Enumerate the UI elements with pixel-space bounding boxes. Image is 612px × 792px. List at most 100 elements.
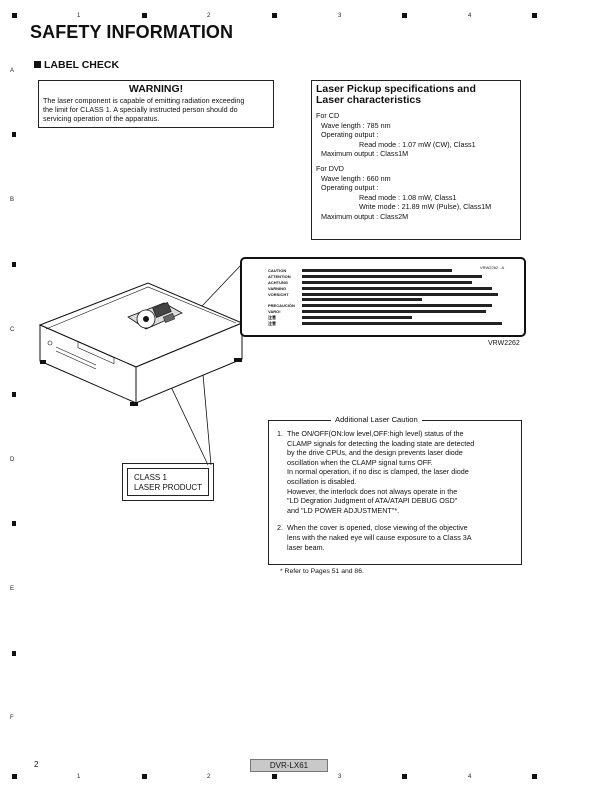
label-plate-row: ACHTUNG bbox=[268, 280, 288, 285]
pickup-block bbox=[152, 301, 172, 319]
front-display bbox=[77, 341, 115, 365]
caution-line: When the cover is opened, close viewing … bbox=[287, 523, 468, 533]
ruler-number: 1 bbox=[77, 774, 81, 780]
caution-line: lens with the naked eye will cause expos… bbox=[287, 532, 472, 542]
label-plate-text-bar bbox=[302, 304, 492, 307]
spec-title: Laser Pickup specifications and Laser ch… bbox=[316, 84, 516, 106]
leader-line bbox=[201, 362, 212, 466]
ruler-letter: A bbox=[10, 68, 15, 74]
label-plate-row: ATTENTION bbox=[268, 274, 291, 279]
spec-title-line: Laser characteristics bbox=[316, 94, 422, 106]
class1-line: CLASS 1 bbox=[134, 473, 167, 482]
dvd-wavelength: Wave length : 660 nm bbox=[321, 173, 391, 183]
page-number: 2 bbox=[34, 760, 39, 769]
section-heading: LABEL CHECK bbox=[34, 59, 119, 71]
ruler-number: 3 bbox=[338, 774, 342, 780]
ruler-letter: F bbox=[10, 715, 14, 721]
cd-wavelength: Wave length : 785 nm bbox=[321, 120, 391, 130]
device-foot bbox=[40, 360, 46, 364]
dvd-operating-output: Operating output : bbox=[321, 183, 379, 193]
registration-mark bbox=[532, 13, 537, 18]
label-plate-text-bar bbox=[302, 322, 502, 325]
label-plate-row: CAUTION bbox=[268, 268, 287, 273]
label-plate-text-bar bbox=[302, 281, 472, 284]
label-plate-text-bar bbox=[302, 275, 482, 278]
label-plate-text-bar bbox=[302, 310, 486, 313]
footnote: * Refer to Pages 51 and 86. bbox=[280, 568, 364, 575]
label-plate-row: VARO! bbox=[268, 309, 281, 314]
cd-max-output: Maximum output : Class1M bbox=[321, 149, 409, 159]
label-plate-row: PRECAUCIÓN bbox=[268, 303, 295, 308]
page-title: SAFETY INFORMATION bbox=[30, 22, 234, 42]
bullet-square-icon bbox=[34, 61, 41, 68]
caution-item-1: 1. The ON/OFF(ON:low level,OFF:high level… bbox=[277, 429, 513, 515]
model-name: DVR-LX61 bbox=[250, 759, 328, 772]
registration-mark bbox=[402, 13, 407, 18]
cd-heading: For CD bbox=[316, 111, 340, 120]
front-button bbox=[47, 340, 53, 346]
caution-line: "LD Degration Judgment of ATA/ATAPI DEBU… bbox=[287, 496, 458, 506]
label-plate-row: 注意 bbox=[268, 321, 276, 326]
ruler-letter: D bbox=[10, 457, 15, 463]
class1-laser-label: CLASS 1 LASER PRODUCT bbox=[122, 463, 214, 501]
dvd-heading: For DVD bbox=[316, 163, 344, 173]
caution-line: In normal operation, if no disc is clamp… bbox=[287, 467, 469, 477]
registration-mark bbox=[12, 262, 16, 267]
spec-title-line: Laser Pickup specifications and bbox=[316, 83, 476, 95]
dvd-max-output: Maximum output : Class2M bbox=[321, 211, 409, 221]
cd-read-mode: Read mode : 1.07 mW (CW), Class1 bbox=[359, 139, 476, 149]
dvd-read-mode: Read mode : 1.08 mW, Class1 bbox=[359, 192, 457, 202]
registration-mark bbox=[402, 774, 407, 779]
label-plate-text-bar bbox=[302, 287, 492, 290]
ruler-number: 2 bbox=[207, 13, 211, 19]
label-plate-text-bar bbox=[302, 269, 452, 272]
device-illustration bbox=[38, 264, 244, 466]
caution-item-number: 2. bbox=[277, 523, 283, 533]
caution-line: However, the interlock does not always o… bbox=[287, 486, 458, 496]
registration-mark bbox=[12, 521, 16, 526]
registration-mark bbox=[142, 774, 147, 779]
label-plate-row: VARNING bbox=[268, 286, 287, 291]
label-plate-row: VORSICHT bbox=[268, 292, 289, 297]
device-foot bbox=[130, 402, 138, 406]
registration-mark bbox=[272, 13, 277, 18]
ruler-number: 4 bbox=[468, 774, 472, 780]
ruler-number: 4 bbox=[468, 13, 472, 19]
registration-mark bbox=[272, 774, 277, 779]
device-foot bbox=[234, 358, 242, 362]
registration-mark bbox=[12, 13, 17, 18]
registration-mark bbox=[12, 774, 17, 779]
ruler-letter: C bbox=[10, 327, 15, 333]
laser-warning-label-plate: VRW2262 - A CAUTION ATTENTION ACHTUNG VA… bbox=[240, 257, 526, 337]
additional-laser-caution-box: Additional Laser Caution 1. The ON/OFF(ON… bbox=[268, 415, 522, 565]
registration-mark bbox=[532, 774, 537, 779]
registration-mark bbox=[12, 132, 16, 137]
section-heading-text: LABEL CHECK bbox=[44, 59, 120, 71]
warning-box: WARNING! The laser component is capable … bbox=[38, 80, 274, 128]
ruler-letter: E bbox=[10, 586, 15, 592]
class1-label-inner: CLASS 1 LASER PRODUCT bbox=[127, 468, 209, 496]
label-plate-part-code: VRW2262 bbox=[488, 340, 520, 347]
warning-line: servicing operation of the apparatus. bbox=[43, 114, 160, 123]
label-plate-text-bar bbox=[302, 293, 498, 296]
warning-line: The laser component is capable of emitti… bbox=[43, 96, 245, 105]
registration-mark bbox=[142, 13, 147, 18]
label-plate-text-bar bbox=[302, 316, 412, 319]
ruler-number: 3 bbox=[338, 13, 342, 19]
cd-operating-output: Operating output : bbox=[321, 130, 379, 140]
ruler-letter: B bbox=[10, 197, 15, 203]
caution-line: by the drive CPUs, and the design preven… bbox=[287, 448, 463, 458]
caution-line: The ON/OFF(ON:low level,OFF:high level) … bbox=[287, 429, 464, 438]
dvd-write-mode: Write mode : 21.89 mW (Pulse), Class1M bbox=[359, 202, 492, 212]
ruler-number: 1 bbox=[77, 13, 81, 19]
caution-title: Additional Laser Caution bbox=[331, 415, 422, 424]
warning-title: WARNING! bbox=[128, 83, 184, 95]
caution-item-number: 1. bbox=[277, 429, 283, 438]
caution-line: oscillation when the CLAMP signal turns … bbox=[287, 457, 433, 467]
caution-line: and "LD POWER ADJUSTMENT"*. bbox=[287, 505, 400, 515]
registration-mark bbox=[12, 392, 16, 397]
label-plate-code: VRW2262 - A bbox=[480, 265, 505, 270]
label-plate-text-bar bbox=[302, 298, 422, 301]
caution-item-2: 2. When the cover is opened, close viewin… bbox=[277, 523, 513, 552]
warning-line: the limit for CLASS 1. A specially instr… bbox=[43, 105, 238, 114]
